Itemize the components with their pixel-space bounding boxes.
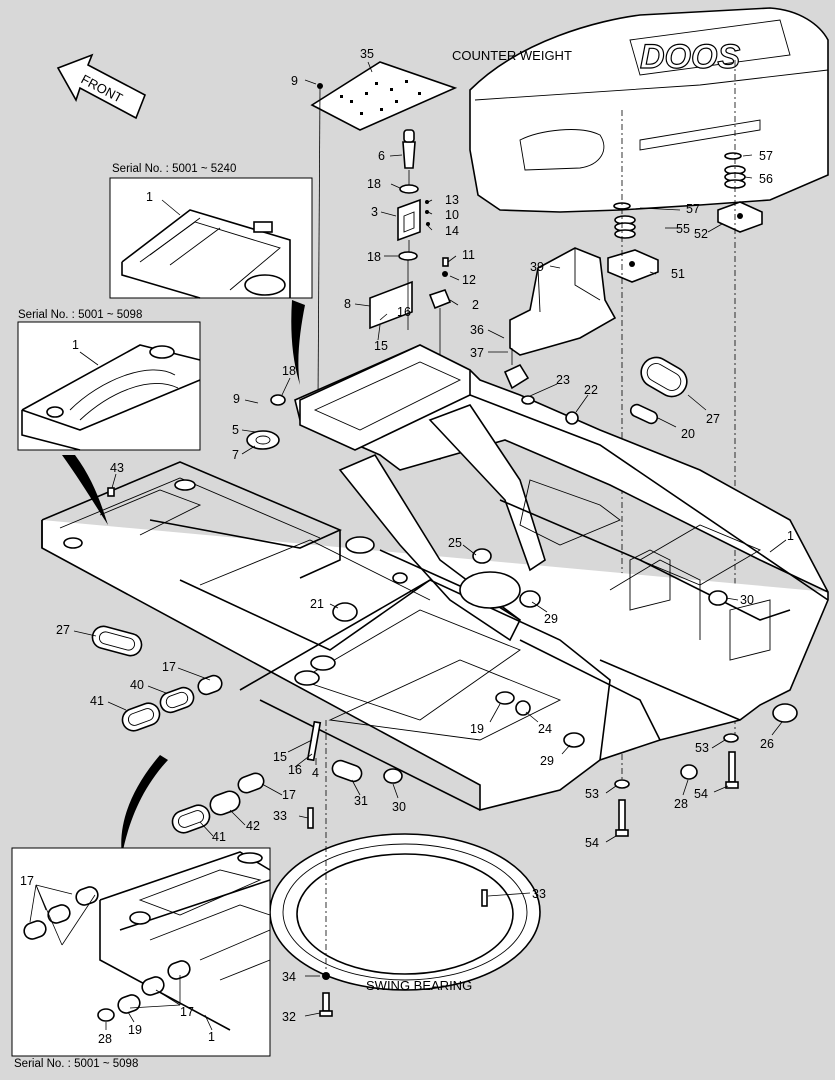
support-bracket	[503, 247, 617, 390]
callout-12: 12	[462, 273, 476, 287]
inset-top-serial: Serial No. : 5001 ~ 5240	[112, 163, 236, 175]
callout-51: 51	[671, 267, 685, 281]
counter-weight-block-left	[607, 249, 659, 283]
callout-1: 1	[72, 338, 79, 352]
counter-weight-brand: DOOS	[640, 38, 740, 76]
callout-14: 14	[445, 224, 459, 238]
callout-33: 33	[273, 809, 287, 823]
callout-57: 57	[686, 202, 700, 216]
callout-15: 15	[374, 339, 388, 353]
callout-9: 9	[291, 74, 298, 88]
callout-26: 26	[760, 737, 774, 751]
callout-9: 9	[233, 392, 240, 406]
callout-52: 52	[694, 227, 708, 241]
callout-32: 32	[282, 1010, 296, 1024]
callout-1: 1	[208, 1030, 215, 1044]
callout-13: 13	[445, 193, 459, 207]
spring-washers-left	[613, 202, 636, 239]
callout-6: 6	[378, 149, 385, 163]
callout-25: 25	[448, 536, 462, 550]
counter-weight: DOOS COUNTER WEIGHT	[452, 7, 829, 213]
callout-43: 43	[110, 461, 124, 475]
callout-7: 7	[232, 448, 239, 462]
callout-54: 54	[585, 836, 599, 850]
callout-28: 28	[674, 797, 688, 811]
left-grommets	[91, 625, 265, 834]
callout-19: 19	[470, 722, 484, 736]
callout-8: 8	[344, 297, 351, 311]
callout-4: 4	[312, 766, 319, 780]
callout-56: 56	[759, 172, 773, 186]
callout-27: 27	[706, 412, 720, 426]
callout-29: 29	[540, 754, 554, 768]
callout-18: 18	[282, 364, 296, 378]
callout-20: 20	[681, 427, 695, 441]
callout-35: 35	[360, 47, 374, 61]
callout-11: 11	[462, 248, 475, 262]
callout-1: 1	[146, 190, 153, 204]
leader-lines	[29, 61, 787, 1031]
callout-17: 17	[180, 1005, 194, 1019]
callout-23: 23	[556, 373, 570, 387]
callout-31: 31	[354, 794, 368, 808]
callout-3: 3	[371, 205, 378, 219]
callout-labels: 35 9 6 18 13 10 3 14 18 11 12 8 2 16 15 …	[20, 47, 794, 1046]
callout-42: 42	[246, 819, 260, 833]
inset-middle-serial: Serial No. : 5001 ~ 5098	[18, 309, 142, 321]
callout-24: 24	[538, 722, 552, 736]
pin-assembly	[369, 129, 452, 460]
callout-21: 21	[310, 597, 324, 611]
callout-34: 34	[282, 970, 296, 984]
callout-27: 27	[56, 623, 70, 637]
callout-37: 37	[470, 346, 484, 360]
callout-28: 28	[98, 1032, 112, 1046]
callout-19: 19	[128, 1023, 142, 1037]
callout-2: 2	[472, 298, 479, 312]
callout-17: 17	[20, 874, 34, 888]
inset-top: Serial No. : 5001 ~ 5240	[109, 163, 313, 299]
callout-29: 29	[544, 612, 558, 626]
front-arrow-icon: FRONT	[56, 53, 147, 120]
callout-17: 17	[282, 788, 296, 802]
counter-weight-caption: COUNTER WEIGHT	[452, 48, 572, 63]
callout-57: 57	[759, 149, 773, 163]
callout-53: 53	[695, 741, 709, 755]
callout-33: 33	[532, 887, 546, 901]
callout-17: 17	[162, 660, 176, 674]
inset-pointer-top	[291, 300, 305, 385]
inset-middle: Serial No. : 5001 ~ 5098	[17, 309, 201, 451]
callout-22: 22	[584, 383, 598, 397]
callout-5: 5	[232, 423, 239, 437]
callout-55: 55	[676, 222, 690, 236]
callout-10: 10	[445, 208, 459, 222]
callout-18: 18	[367, 250, 381, 264]
callout-16: 16	[288, 763, 302, 777]
callout-30: 30	[392, 800, 406, 814]
callout-36: 36	[470, 323, 484, 337]
callout-15: 15	[273, 750, 287, 764]
upper-frame	[41, 344, 829, 812]
inset-pointer-bottom	[121, 755, 168, 855]
callout-30: 30	[740, 593, 754, 607]
inset-bottom: Serial No. : 5001 ~ 5098	[11, 847, 271, 1070]
cover-plate	[310, 61, 458, 401]
callout-39: 39	[530, 260, 544, 274]
counter-weight-block-right	[717, 201, 763, 233]
callout-41: 41	[212, 830, 226, 844]
callout-41: 41	[90, 694, 104, 708]
swing-bearing: SWING BEARING	[269, 833, 541, 993]
callout-54: 54	[694, 787, 708, 801]
callout-1: 1	[787, 529, 794, 543]
swing-bearing-caption: SWING BEARING	[366, 978, 472, 993]
grommets-and-plugs	[107, 356, 798, 837]
inset-bottom-serial: Serial No. : 5001 ~ 5098	[14, 1058, 138, 1070]
callout-40: 40	[130, 678, 144, 692]
callout-53: 53	[585, 787, 599, 801]
callout-16: 16	[397, 305, 411, 319]
callout-18: 18	[367, 177, 381, 191]
